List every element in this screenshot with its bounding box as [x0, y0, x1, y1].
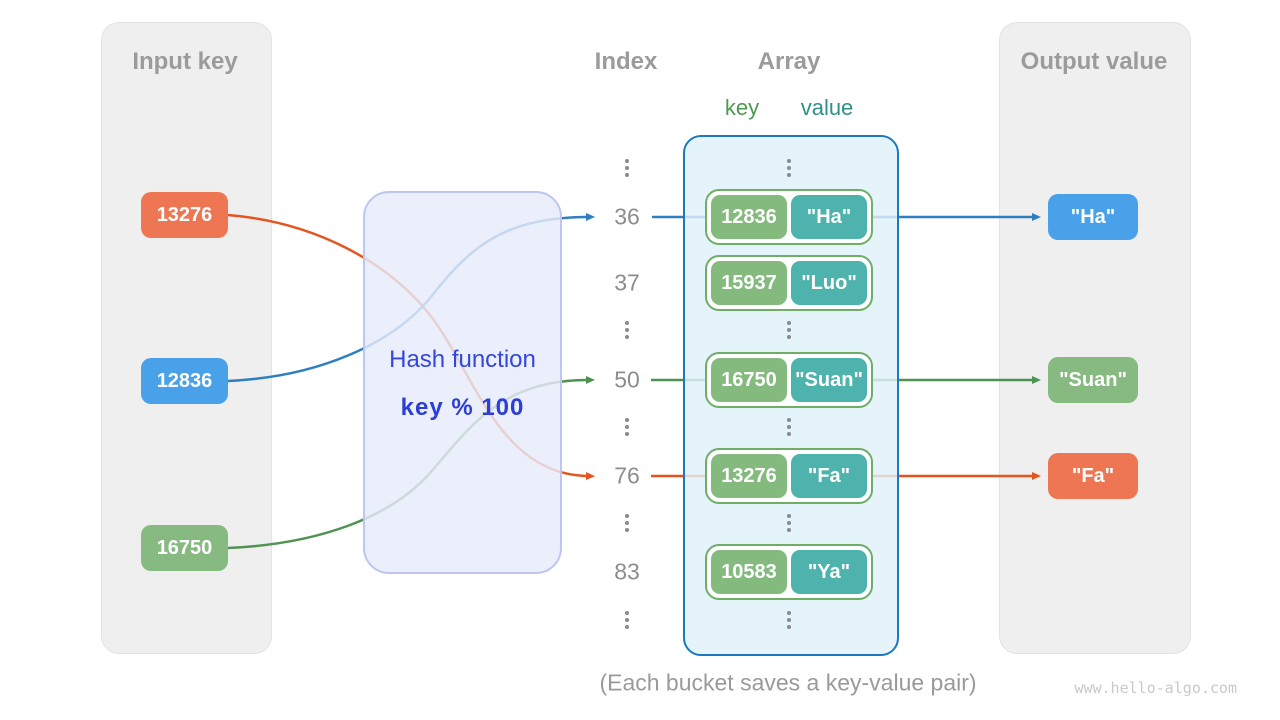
- output-value-panel: [999, 22, 1191, 654]
- site-watermark: www.hello-algo.com: [1074, 679, 1237, 697]
- index-row-36: 36: [614, 203, 640, 230]
- index-row-76: 76: [614, 462, 640, 489]
- bucket-key: 15937: [711, 261, 787, 305]
- vertical-ellipsis-icon: [787, 608, 791, 632]
- index-row-83: 83: [614, 558, 640, 585]
- bucket-value: "Ha": [791, 195, 867, 239]
- diagram-caption: (Each bucket saves a key-value pair): [599, 669, 977, 696]
- vertical-ellipsis-icon: [625, 156, 629, 180]
- input-key-16750: 16750: [141, 525, 228, 571]
- array-panel-title: Array: [757, 48, 821, 75]
- vertical-ellipsis-icon: [625, 318, 629, 342]
- array-key-header: key: [724, 95, 760, 120]
- vertical-ellipsis-icon: [787, 511, 791, 535]
- input-key-13276: 13276: [141, 192, 228, 238]
- output-value-Fa: "Fa": [1048, 453, 1138, 499]
- vertical-ellipsis-icon: [787, 318, 791, 342]
- vertical-ellipsis-icon: [625, 415, 629, 439]
- bucket-value: "Luo": [791, 261, 867, 305]
- index-column-title: Index: [594, 48, 658, 75]
- vertical-ellipsis-icon: [625, 511, 629, 535]
- hash-function-formula: key % 100: [400, 394, 525, 421]
- bucket-value: "Ya": [791, 550, 867, 594]
- bucket-36: 12836 "Ha": [705, 189, 873, 245]
- bucket-key: 16750: [711, 358, 787, 402]
- array-value-header: value: [800, 95, 854, 120]
- input-panel-title: Input key: [132, 48, 238, 75]
- bucket-value: "Fa": [791, 454, 867, 498]
- hash-function-box: Hash function key % 100: [363, 191, 562, 574]
- bucket-83: 10583 "Ya": [705, 544, 873, 600]
- vertical-ellipsis-icon: [787, 156, 791, 180]
- bucket-37: 15937 "Luo": [705, 255, 873, 311]
- bucket-50: 16750 "Suan": [705, 352, 873, 408]
- output-value-Ha: "Ha": [1048, 194, 1138, 240]
- index-row-37: 37: [614, 269, 640, 296]
- index-row-50: 50: [614, 366, 640, 393]
- vertical-ellipsis-icon: [625, 608, 629, 632]
- output-value-Suan: "Suan": [1048, 357, 1138, 403]
- bucket-76: 13276 "Fa": [705, 448, 873, 504]
- hash-function-title: Hash function: [389, 346, 536, 373]
- output-panel-title: Output value: [1020, 48, 1168, 75]
- bucket-key: 10583: [711, 550, 787, 594]
- input-key-12836: 12836: [141, 358, 228, 404]
- vertical-ellipsis-icon: [787, 415, 791, 439]
- bucket-key: 13276: [711, 454, 787, 498]
- bucket-key: 12836: [711, 195, 787, 239]
- bucket-value: "Suan": [791, 358, 867, 402]
